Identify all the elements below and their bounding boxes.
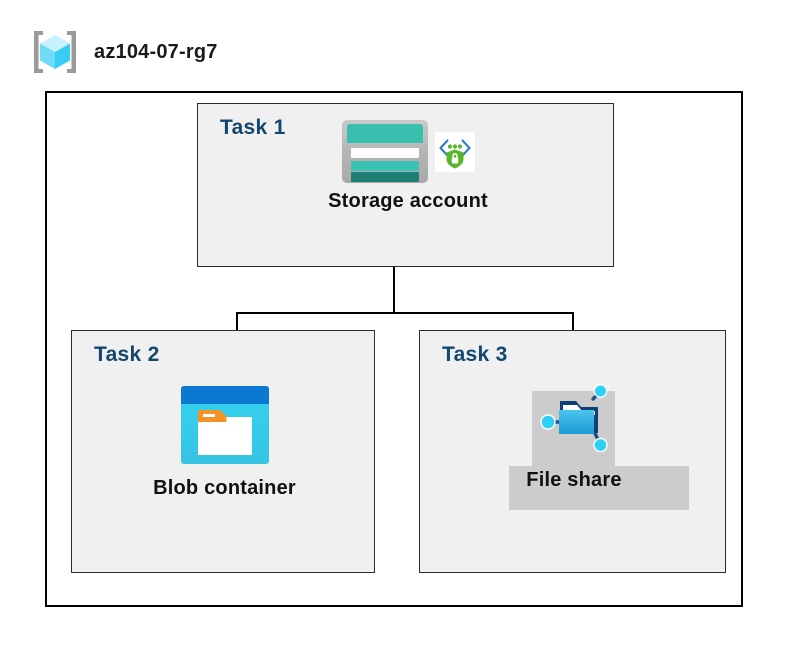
node-file-share[interactable]: File share <box>475 381 673 492</box>
blob-icon-document <box>197 417 252 455</box>
task2-label: Task 2 <box>94 343 160 366</box>
fileshare-label-selection-highlight <box>509 466 689 510</box>
resource-group-name: az104-07-rg7 <box>94 40 218 63</box>
panel-task1[interactable]: Task 1 <box>197 103 614 267</box>
node-blob-container[interactable]: Blob container <box>122 386 327 500</box>
blob-container-caption: Blob container <box>153 477 296 499</box>
secure-transfer-shield-icon <box>434 131 475 172</box>
resource-group-header: az104-07-rg7 <box>30 28 218 76</box>
node-storage-account[interactable]: Storage account <box>293 120 523 213</box>
file-share-caption: File share <box>526 469 622 491</box>
connector-storage-stem <box>393 225 395 314</box>
connector-horizontal-bar <box>236 312 574 314</box>
panel-task2[interactable]: Task 2 Blob container <box>71 330 375 573</box>
task1-label: Task 1 <box>220 116 286 139</box>
blob-icon-titlebar <box>180 386 269 404</box>
panel-task3[interactable]: Task 3 <box>419 330 726 573</box>
file-share-icon <box>537 381 611 455</box>
task3-label: Task 3 <box>442 343 508 366</box>
storage-icon-row-2 <box>350 161 419 171</box>
blob-container-icon <box>180 386 269 464</box>
resource-group-cube-icon <box>30 28 80 76</box>
storage-icon-header <box>346 124 423 143</box>
storage-account-caption: Storage account <box>328 190 488 212</box>
storage-icon-row-1 <box>350 148 419 158</box>
storage-account-icon <box>341 120 428 183</box>
storage-account-icon-group <box>341 120 475 183</box>
blob-icon-tab <box>197 410 227 422</box>
storage-icon-row-3 <box>350 172 419 182</box>
